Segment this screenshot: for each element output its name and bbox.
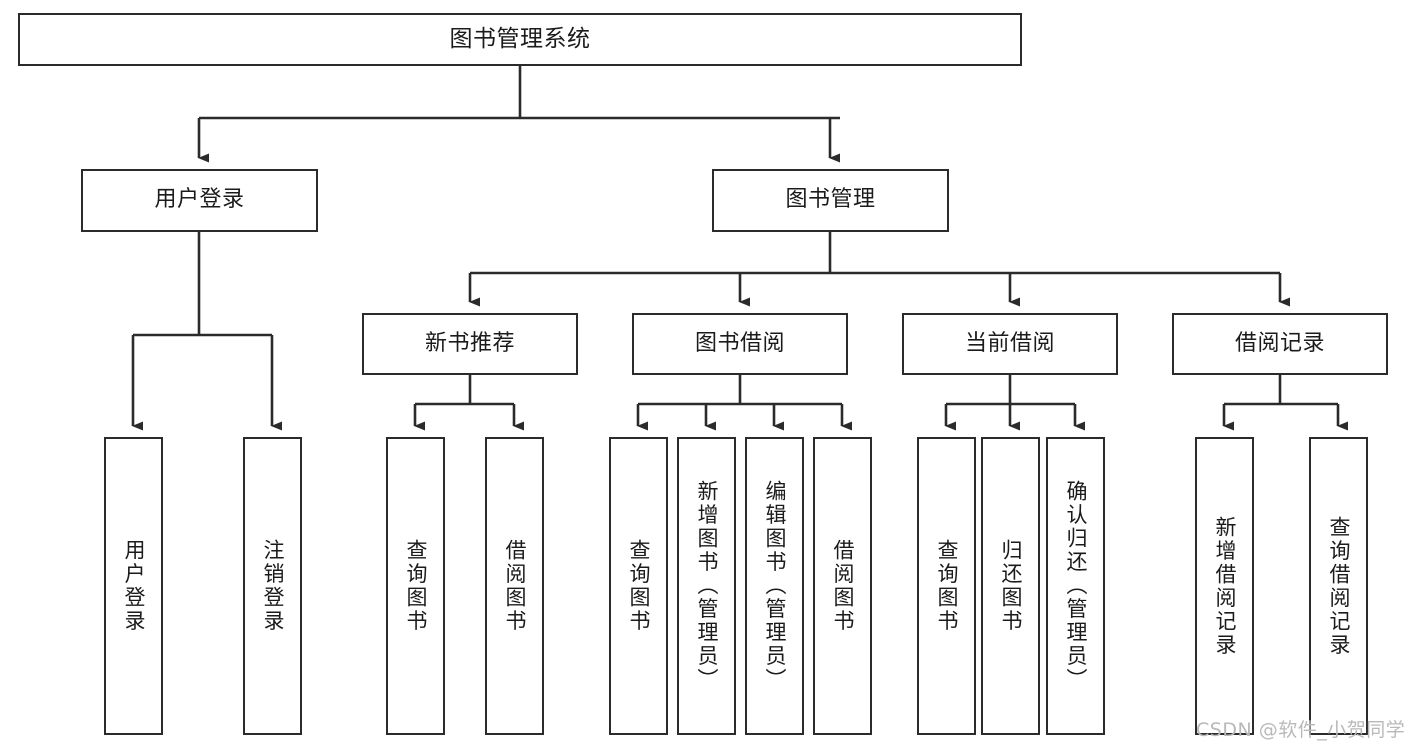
leaf-user-login-logout[interactable]: 注销登录 <box>243 437 302 735</box>
node-current-borrow[interactable]: 当前借阅 <box>902 313 1118 375</box>
node-label: 当前借阅 <box>964 330 1055 356</box>
leaf-new-book-borrow-book[interactable]: 借阅图书 <box>485 437 544 735</box>
node-book-management[interactable]: 图书管理 <box>712 169 949 232</box>
node-label: 图书管理 <box>785 187 876 213</box>
node-book-borrow[interactable]: 图书借阅 <box>632 313 848 375</box>
leaf-user-login-login[interactable]: 用户登录 <box>104 437 163 735</box>
node-new-book-recommend[interactable]: 新书推荐 <box>362 313 578 375</box>
node-label: 查询图书 <box>627 539 651 633</box>
node-label: 编辑图书（管理员） <box>763 480 787 692</box>
node-label: 查询图书 <box>404 539 428 633</box>
node-label: 归还图书 <box>999 539 1023 633</box>
node-label: 新增借阅记录 <box>1213 515 1237 657</box>
csdn-watermark: CSDN @软件_小贺同学 <box>1196 719 1405 741</box>
node-label: 借阅记录 <box>1234 330 1325 356</box>
node-user-login[interactable]: 用户登录 <box>81 169 318 232</box>
leaf-current-borrow-return-book[interactable]: 归还图书 <box>981 437 1040 735</box>
leaf-new-book-query-book[interactable]: 查询图书 <box>386 437 445 735</box>
node-label: 确认归还（管理员） <box>1064 480 1088 692</box>
leaf-borrow-record-add-record[interactable]: 新增借阅记录 <box>1195 437 1254 735</box>
node-label: 图书管理系统 <box>449 25 591 52</box>
leaf-book-borrow-add-book[interactable]: 新增图书（管理员） <box>677 437 736 735</box>
leaf-borrow-record-query-record[interactable]: 查询借阅记录 <box>1309 437 1368 735</box>
leaf-current-borrow-confirm-return[interactable]: 确认归还（管理员） <box>1046 437 1105 735</box>
node-label: 新增图书（管理员） <box>695 480 719 692</box>
node-label: 查询图书 <box>935 539 959 633</box>
leaf-book-borrow-edit-book[interactable]: 编辑图书（管理员） <box>745 437 804 735</box>
node-label: 新书推荐 <box>424 330 515 356</box>
node-label: 用户登录 <box>122 539 146 633</box>
node-label: 借阅图书 <box>503 539 527 633</box>
leaf-book-borrow-query-book[interactable]: 查询图书 <box>609 437 668 735</box>
node-book-management-system[interactable]: 图书管理系统 <box>18 13 1022 66</box>
node-borrow-record[interactable]: 借阅记录 <box>1172 313 1388 375</box>
node-label: 图书借阅 <box>694 330 785 356</box>
node-label: 借阅图书 <box>831 539 855 633</box>
node-label: 查询借阅记录 <box>1327 515 1351 657</box>
node-label: 用户登录 <box>154 187 245 213</box>
leaf-book-borrow-borrow-book[interactable]: 借阅图书 <box>813 437 872 735</box>
leaf-current-borrow-query-book[interactable]: 查询图书 <box>917 437 976 735</box>
node-label: 注销登录 <box>261 539 285 633</box>
